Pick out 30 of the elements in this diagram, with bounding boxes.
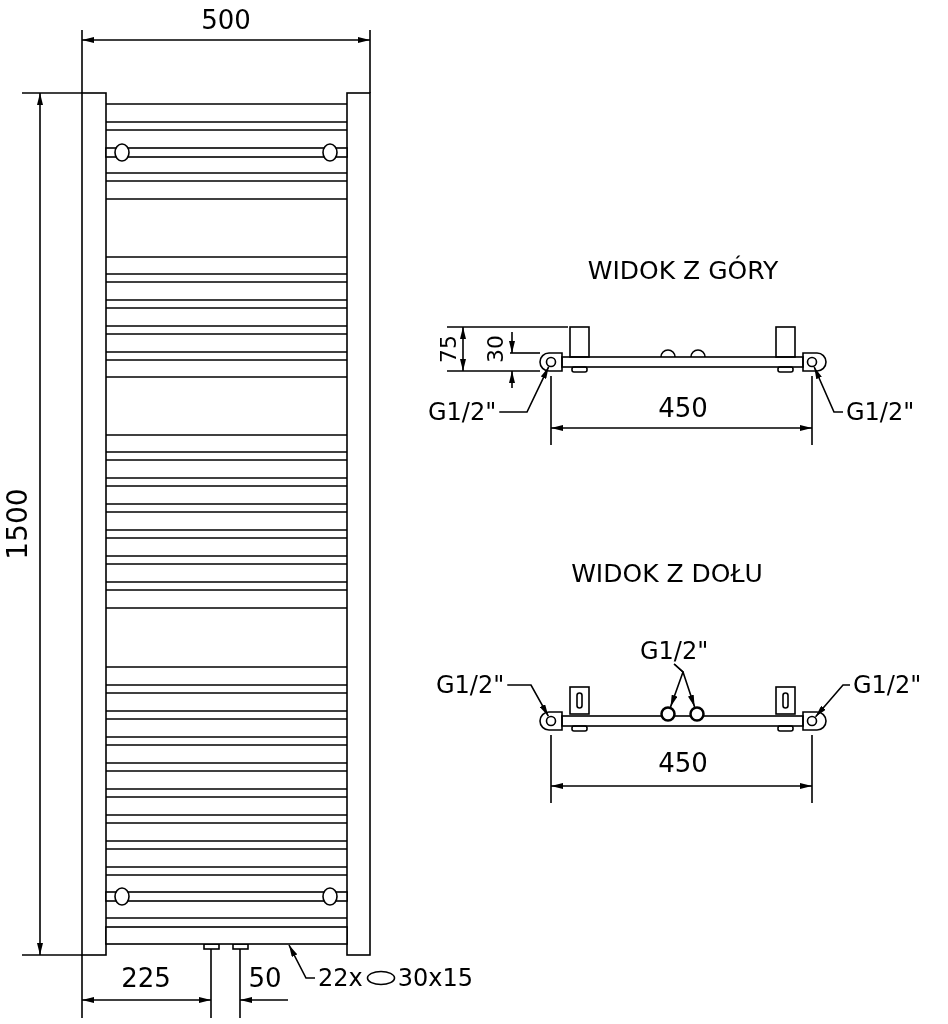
- pipe-connection-circle: [545, 356, 557, 368]
- dimension-text: 450: [658, 750, 708, 776]
- thread-size-label: G1/2": [846, 400, 915, 424]
- view-title: WIDOK Z DOŁU: [571, 560, 763, 586]
- leader-line: [506, 684, 550, 717]
- dimension-text: 450: [658, 395, 708, 421]
- dimension-text: 30: [485, 335, 507, 363]
- thread-size-label: G1/2": [853, 673, 922, 697]
- view-title: WIDOK Z GÓRY: [587, 257, 779, 283]
- dimension-text: 500: [201, 7, 251, 33]
- leader-line: [288, 944, 316, 979]
- thread-size-label: G1/2": [436, 673, 505, 697]
- pipe-connection-circle: [806, 356, 818, 368]
- callout-text: 30x15: [397, 966, 474, 990]
- pipe-connection-circle: [806, 715, 818, 727]
- dimension-text: 50: [248, 965, 282, 991]
- radiator-tube: [105, 926, 348, 945]
- pipe-connection-circle: [689, 706, 705, 722]
- pipe-connection-circle: [545, 715, 557, 727]
- leader-line: [813, 366, 844, 413]
- pipe-connection-circle: [660, 706, 676, 722]
- callout-text: 22x: [318, 966, 363, 990]
- dimension-text: 225: [121, 965, 171, 991]
- leader-line: [673, 663, 696, 708]
- thread-size-label: G1/2": [428, 400, 497, 424]
- leader-line: [498, 366, 550, 413]
- dimension-text: 75: [438, 335, 460, 363]
- leader-line: [814, 684, 851, 718]
- dimension-text: 1500: [4, 488, 32, 560]
- thread-size-label: G1/2": [640, 639, 709, 663]
